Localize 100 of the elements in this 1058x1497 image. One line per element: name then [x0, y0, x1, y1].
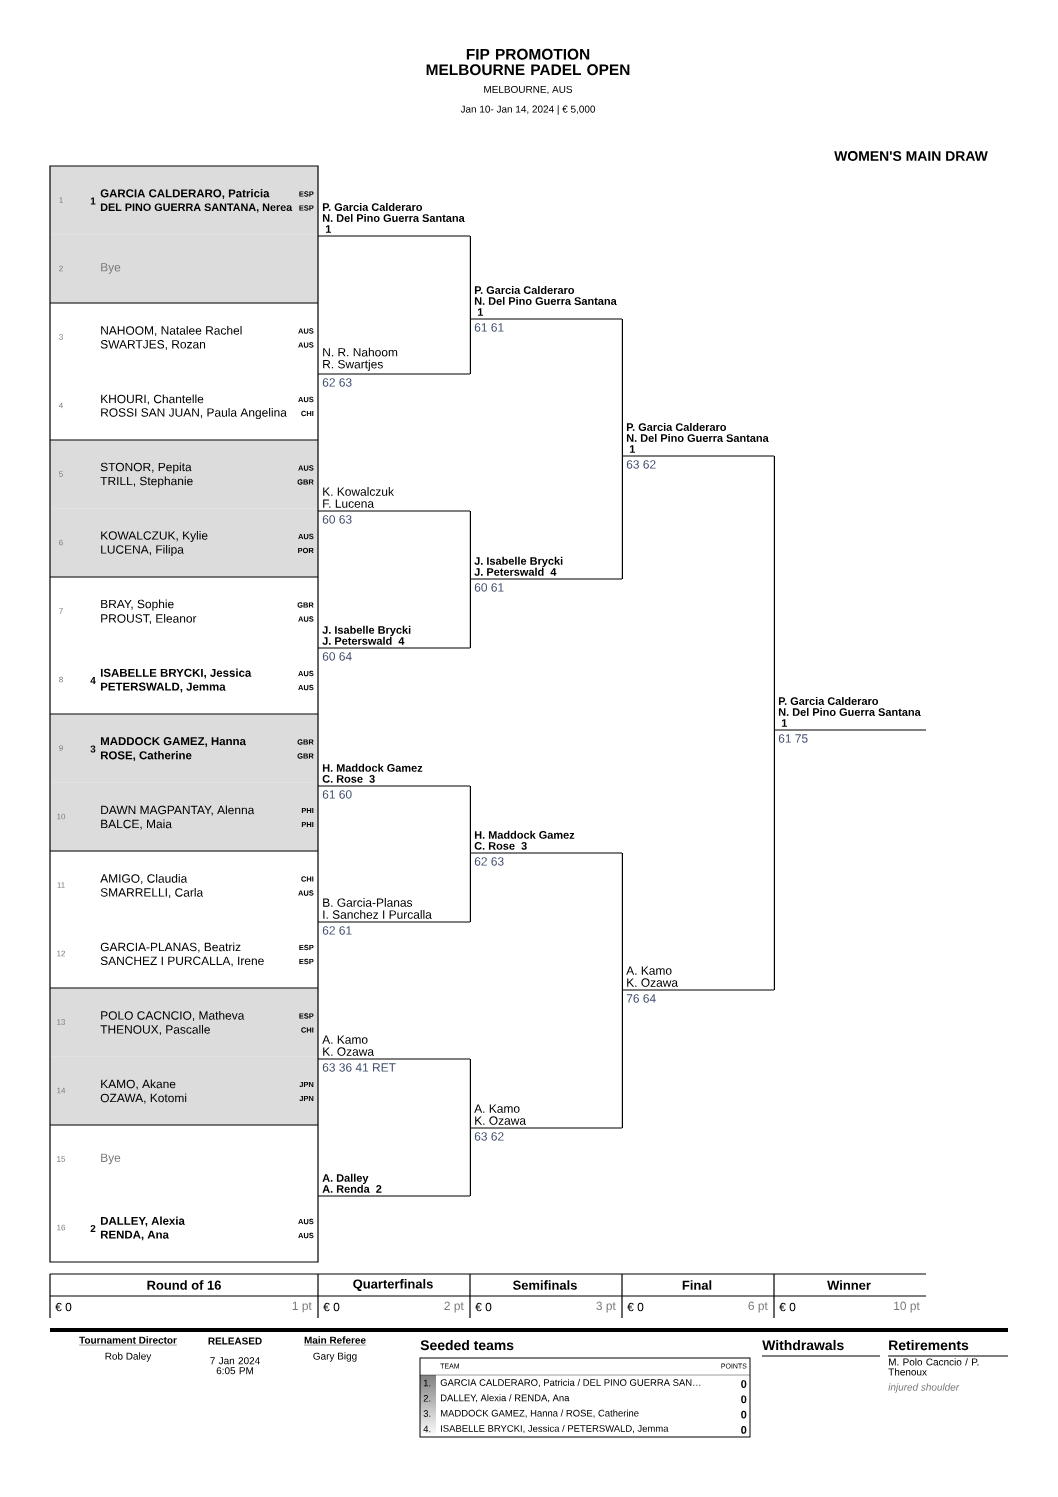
rank-number: 4.	[423, 1425, 431, 1433]
node-label: MADDOCK GAMEZ, Hanna	[100, 737, 247, 747]
points-value: 0	[741, 1395, 747, 1404]
draw-title: WOMEN'S MAIN DRAW	[834, 151, 988, 161]
team-name: GARCIA CALDERARO, Patricia / DEL PINO GUERRA SAN…	[440, 1379, 701, 1388]
node-label: KAMO, Akane	[101, 1079, 176, 1090]
bracket-slot: P. Garcia Calderaro N. Del Pino Guerra Santana 1	[621, 422, 775, 457]
location-label: MELBOURNE, AUS	[484, 85, 573, 95]
retirement-note: M. Polo Cacncio / P. Thenoux	[888, 1358, 979, 1376]
node-label: Bye	[101, 263, 121, 274]
bracket-line	[621, 455, 623, 580]
bracket-slot: A. Kamo K. Ozawa	[621, 966, 775, 991]
points-value: 0	[741, 1410, 747, 1419]
bracket-line	[773, 729, 775, 991]
score: 76 64	[626, 994, 656, 1003]
prize-money: € 0	[323, 1302, 340, 1312]
node-label: GARCIA CALDERARO, Patricia	[100, 188, 270, 200]
node-label: OZAWA, Kotomi	[100, 1093, 187, 1104]
footer-value: Gary Bigg	[313, 1352, 357, 1362]
bracket-slot: K. Kowalczuk F. Lucena	[317, 487, 471, 512]
footer-value: Rob Daley	[105, 1352, 152, 1362]
team-name: DALLEY, Alexia / RENDA, Ana	[441, 1394, 570, 1403]
bracket-slot: A. Kamo K. Ozawa	[469, 1104, 623, 1129]
rank-number: 3.	[423, 1410, 431, 1417]
bracket-line	[469, 1127, 471, 1197]
score: 63 36 41 RET	[322, 1063, 396, 1072]
round-header: Final	[682, 1280, 712, 1290]
bracket-line	[469, 510, 471, 580]
prize-money: € 0	[779, 1302, 796, 1312]
bracket-slot: H. Maddock Gamez C. Rose 3	[469, 830, 623, 854]
prize-money: € 0	[627, 1302, 644, 1312]
node-label: DAWN MAGPANTAY, Alenna	[101, 805, 255, 816]
score: 62 63	[474, 857, 504, 866]
node-label: THENOUX, Pascalle	[100, 1024, 210, 1036]
bracket-slot: P. Garcia Calderaro N. Del Pino Guerra Santana 1	[773, 696, 927, 731]
node-label: STONOR, Pepita	[100, 462, 192, 474]
bracket-slot: J. Isabelle Brycki J. Peterswald 4	[317, 625, 471, 649]
bracket-line	[469, 1058, 471, 1129]
bracket-slot: P. Garcia Calderaro N. Del Pino Guerra Santana 1	[317, 202, 471, 237]
prize-money: € 0	[475, 1302, 492, 1312]
rank-number: 1.	[423, 1379, 431, 1387]
node-label: ROSE, Catherine	[100, 750, 192, 762]
team-name: ISABELLE BRYCKI, Jessica / PETERSWALD, Jemma	[441, 1424, 669, 1433]
bracket-line	[621, 852, 623, 991]
score: 61 75	[778, 734, 808, 743]
score: 62 63	[322, 378, 352, 387]
points-value: 6 pt	[748, 1301, 768, 1313]
round-header: Winner	[827, 1280, 871, 1290]
footer-heading: RELEASED	[208, 1337, 262, 1345]
points-value: 0	[741, 1426, 747, 1434]
bracket-line	[469, 235, 471, 320]
score: 61 60	[322, 790, 352, 799]
bracket-line	[469, 852, 471, 923]
node-label: POLO CACNCIO, Matheva	[101, 1010, 245, 1022]
retirement-reason: injured shoulder	[888, 1383, 960, 1393]
score: 60 64	[322, 652, 352, 661]
footer-heading: Main Referee	[303, 1336, 367, 1346]
score: 60 63	[322, 515, 352, 524]
round-header: Quarterfinals	[353, 1279, 433, 1291]
points-value: 1 pt	[292, 1301, 312, 1313]
bracket-line	[469, 318, 471, 375]
bracket-slot: B. Garcia-Planas I. Sanchez I Purcalla	[317, 898, 471, 923]
points-value: 0	[741, 1380, 747, 1388]
node-label: KOWALCZUK, Kylie	[101, 530, 208, 543]
bracket-line	[621, 989, 623, 1129]
node-label: 1	[90, 197, 96, 205]
node-label: DEL PINO GUERRA SANTANA, Nerea	[100, 203, 293, 213]
bracket-slot: H. Maddock Gamez C. Rose 3	[317, 763, 471, 787]
section-heading: Withdrawals	[762, 1339, 844, 1351]
points-value: 10 pt	[894, 1301, 920, 1313]
rank-number: 2.	[423, 1395, 431, 1402]
bracket-slot: J. Isabelle Brycki J. Peterswald 4	[469, 556, 623, 580]
date-label: Jan 10- Jan 14, 2024 | € 5,000	[460, 105, 596, 115]
bracket-line	[469, 785, 471, 854]
section-heading: Retirements	[889, 1339, 969, 1351]
bracket-slot: A. Kamo K. Ozawa	[317, 1035, 471, 1060]
node-label: LUCENA, Filipa	[101, 544, 184, 557]
title: FIP PROMOTION MELBOURNE PADEL OPEN	[426, 48, 630, 76]
score: 61 61	[474, 323, 504, 332]
node-label: BALCE, Maia	[101, 819, 172, 830]
score: 63 62	[474, 1132, 504, 1141]
score: 63 62	[626, 460, 656, 469]
footer-heading: Tournament Director	[78, 1336, 178, 1346]
section-heading: Seeded teams	[420, 1339, 514, 1351]
release-date: 7 Jan 2024 6:05 PM	[210, 1357, 260, 1375]
points-value: 2 pt	[444, 1301, 464, 1313]
bracket-line	[773, 455, 775, 731]
points-value: 3 pt	[596, 1301, 616, 1313]
bracket-line	[469, 578, 471, 649]
node-label: TRILL, Stephanie	[100, 476, 193, 488]
bracket-slot: N. R. Nahoom R. Swartjes	[317, 347, 471, 375]
score: 62 61	[322, 926, 352, 935]
bracket-slot: A. Dalley A. Renda 2	[317, 1173, 471, 1197]
round-header: Semifinals	[513, 1280, 577, 1290]
bracket-line	[621, 318, 623, 457]
score: 60 61	[474, 583, 504, 592]
team-name: MADDOCK GAMEZ, Hanna / ROSE, Catherine	[441, 1409, 639, 1418]
round-header: Round of 16	[147, 1280, 221, 1290]
bracket-slot: P. Garcia Calderaro N. Del Pino Guerra Santana 1	[469, 285, 623, 320]
node-label: 3	[90, 745, 96, 753]
